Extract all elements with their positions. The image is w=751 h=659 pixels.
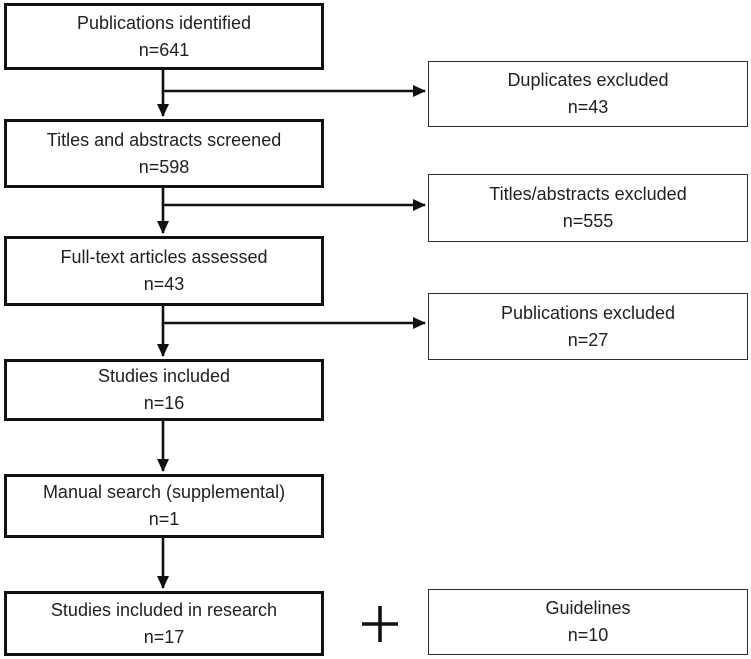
box-count: n=598 xyxy=(138,156,190,177)
box-count: n=555 xyxy=(562,211,614,231)
flow-box-studies-included-research: Studies included in research n=17 xyxy=(4,591,324,656)
flow-box-manual-search: Manual search (supplemental) n=1 xyxy=(4,474,324,538)
box-label: Publications identified xyxy=(76,12,252,33)
box-label: Studies included in research xyxy=(50,599,278,620)
flow-box-titles-abstracts-excluded: Titles/abstracts excluded n=555 xyxy=(428,174,748,242)
flow-box-guidelines: Guidelines n=10 xyxy=(428,589,748,655)
box-label: Manual search (supplemental) xyxy=(42,482,286,502)
box-count: n=16 xyxy=(143,393,185,413)
box-count: n=641 xyxy=(138,39,190,60)
box-label: Guidelines xyxy=(545,598,631,618)
box-count: n=1 xyxy=(148,509,180,529)
box-count: n=10 xyxy=(567,625,609,645)
box-count: n=43 xyxy=(143,274,185,294)
plus-icon xyxy=(359,603,401,645)
box-count: n=43 xyxy=(567,97,609,117)
flow-box-duplicates-excluded: Duplicates excluded n=43 xyxy=(428,61,748,127)
flow-box-publications-excluded: Publications excluded n=27 xyxy=(428,293,748,360)
box-label: Studies included xyxy=(97,366,231,386)
box-label: Titles/abstracts excluded xyxy=(489,184,687,204)
box-count: n=17 xyxy=(143,626,185,647)
flow-box-studies-included: Studies included n=16 xyxy=(4,359,324,421)
box-label: Titles and abstracts screened xyxy=(46,129,282,150)
box-label: Duplicates excluded xyxy=(507,70,669,90)
box-label: Publications excluded xyxy=(500,302,676,323)
box-label: Full-text articles assessed xyxy=(60,247,268,267)
flow-box-titles-abstracts-screened: Titles and abstracts screened n=598 xyxy=(4,119,324,188)
box-count: n=27 xyxy=(567,329,609,350)
flow-box-publications-identified: Publications identified n=641 xyxy=(4,3,324,70)
flow-box-fulltext-assessed: Full-text articles assessed n=43 xyxy=(4,236,324,306)
